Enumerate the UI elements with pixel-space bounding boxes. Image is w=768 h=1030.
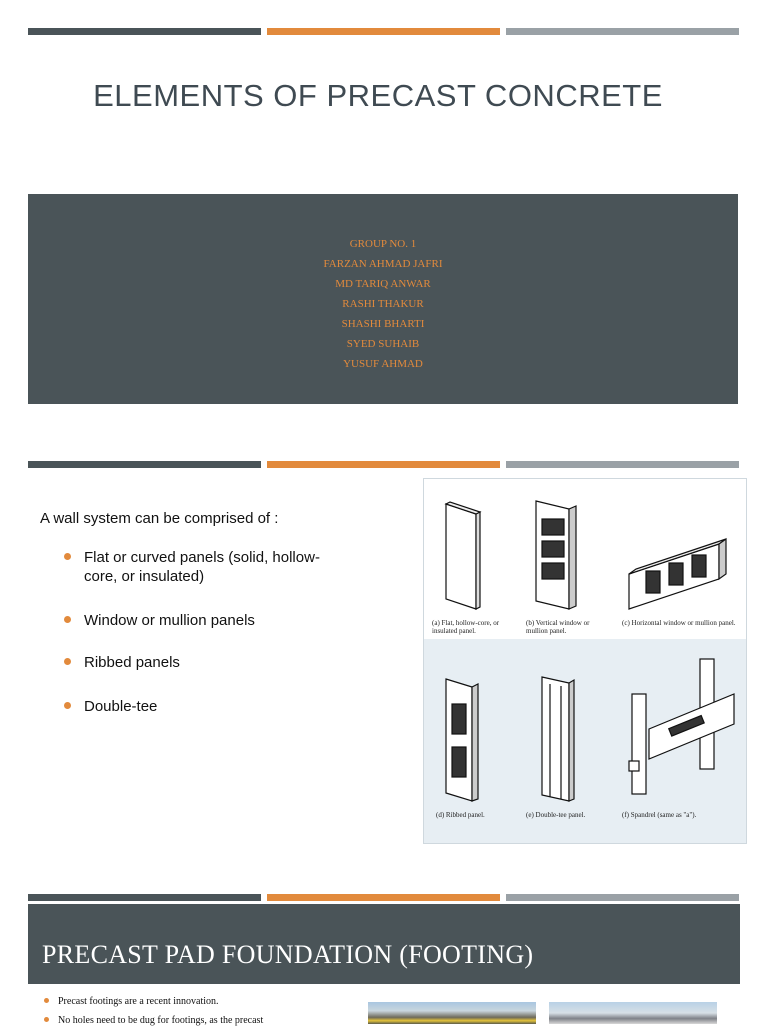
ribbed-panel-drawing: [445, 678, 479, 802]
wall-types-list: Flat or curved panels (solid, hollow-cor…: [62, 548, 322, 716]
footing-notes-list: Precast footings are a recent innovation…: [42, 992, 352, 1030]
member-name: FARZAN AHMAD JAFRI: [323, 258, 443, 270]
bullet-dot-icon: [44, 1017, 49, 1022]
accent-bar-dark: [28, 461, 261, 468]
figure-caption: (e) Double-tee panel.: [526, 811, 586, 819]
list-item-text: Window or mullion panels: [84, 612, 255, 629]
list-item-text: Ribbed panels: [84, 654, 180, 671]
list-item-text: Double-tee: [84, 698, 158, 715]
list-item-text: No holes need to be dug for footings, as…: [58, 1015, 264, 1026]
double-tee-panel-drawing: [541, 676, 575, 802]
slide-header: PRECAST PAD FOUNDATION (FOOTING): [28, 904, 740, 984]
construction-site-photo: [368, 1002, 536, 1024]
bullet-dot-icon: [64, 616, 71, 623]
group-number: GROUP NO. 1: [349, 238, 417, 250]
accent-bar-gray: [506, 28, 739, 35]
slide-title: ELEMENTS OF PRECAST CONCRETE: [93, 78, 663, 113]
panel-illustrations: [444, 500, 735, 802]
accent-bar-orange: [267, 28, 500, 35]
member-name: SHASHI BHARTI: [341, 318, 425, 330]
list-item: Double-tee: [62, 697, 322, 716]
list-item: Window or mullion panels: [62, 611, 322, 630]
member-name: YUSUF AHMAD: [343, 358, 423, 370]
list-item: Precast footings are a recent innovation…: [42, 992, 352, 1011]
list-item: Ribbed panels: [62, 653, 322, 672]
accent-bar-dark: [28, 894, 261, 901]
list-item-text: Flat or curved panels (solid, hollow-cor…: [84, 549, 320, 585]
precast-footing-photo: [549, 1002, 717, 1024]
list-item-text: Precast footings are a recent innovation…: [58, 996, 219, 1007]
group-members-box: GROUP NO. 1 FARZAN AHMAD JAFRI MD TARIQ …: [28, 194, 738, 404]
bullet-dot-icon: [64, 658, 71, 665]
members-list: GROUP NO. 1 FARZAN AHMAD JAFRI MD TARIQ …: [28, 234, 738, 374]
list-item: Flat or curved panels (solid, hollow-cor…: [62, 548, 322, 586]
accent-bar-orange: [267, 461, 500, 468]
vertical-window-panel-drawing: [535, 500, 577, 610]
list-item: No holes need to be dug for footings, as…: [42, 1011, 352, 1030]
accent-bar-gray: [506, 894, 739, 901]
accent-bar-gray: [506, 461, 739, 468]
precast-panel-types-figure: (a) Flat, hollow-core, or insulated pane…: [423, 478, 747, 844]
accent-bar-dark: [28, 28, 261, 35]
figure-caption: (d) Ribbed panel.: [436, 811, 485, 819]
figure-caption: (f) Spandrel (same as "a").: [622, 811, 697, 819]
member-name: SYED SUHAIB: [346, 338, 420, 350]
spandrel-panel-drawing: [628, 658, 735, 795]
member-name: RASHI THAKUR: [342, 298, 424, 310]
bullet-dot-icon: [64, 553, 71, 560]
figure-caption: (c) Horizontal window or mullion panel.: [622, 619, 736, 627]
wall-system-intro: A wall system can be comprised of :: [40, 510, 279, 527]
figure-caption: (b) Vertical window or mullion panel.: [526, 619, 590, 635]
horizontal-window-panel-drawing: [628, 537, 727, 610]
bullet-dot-icon: [44, 998, 49, 1003]
accent-bar-orange: [267, 894, 500, 901]
figure-caption: (a) Flat, hollow-core, or insulated pane…: [432, 619, 500, 635]
bullet-dot-icon: [64, 702, 71, 709]
member-name: MD TARIQ ANWAR: [335, 278, 431, 290]
slide-title: PRECAST PAD FOUNDATION (FOOTING): [42, 940, 534, 969]
flat-panel-drawing: [444, 501, 482, 610]
